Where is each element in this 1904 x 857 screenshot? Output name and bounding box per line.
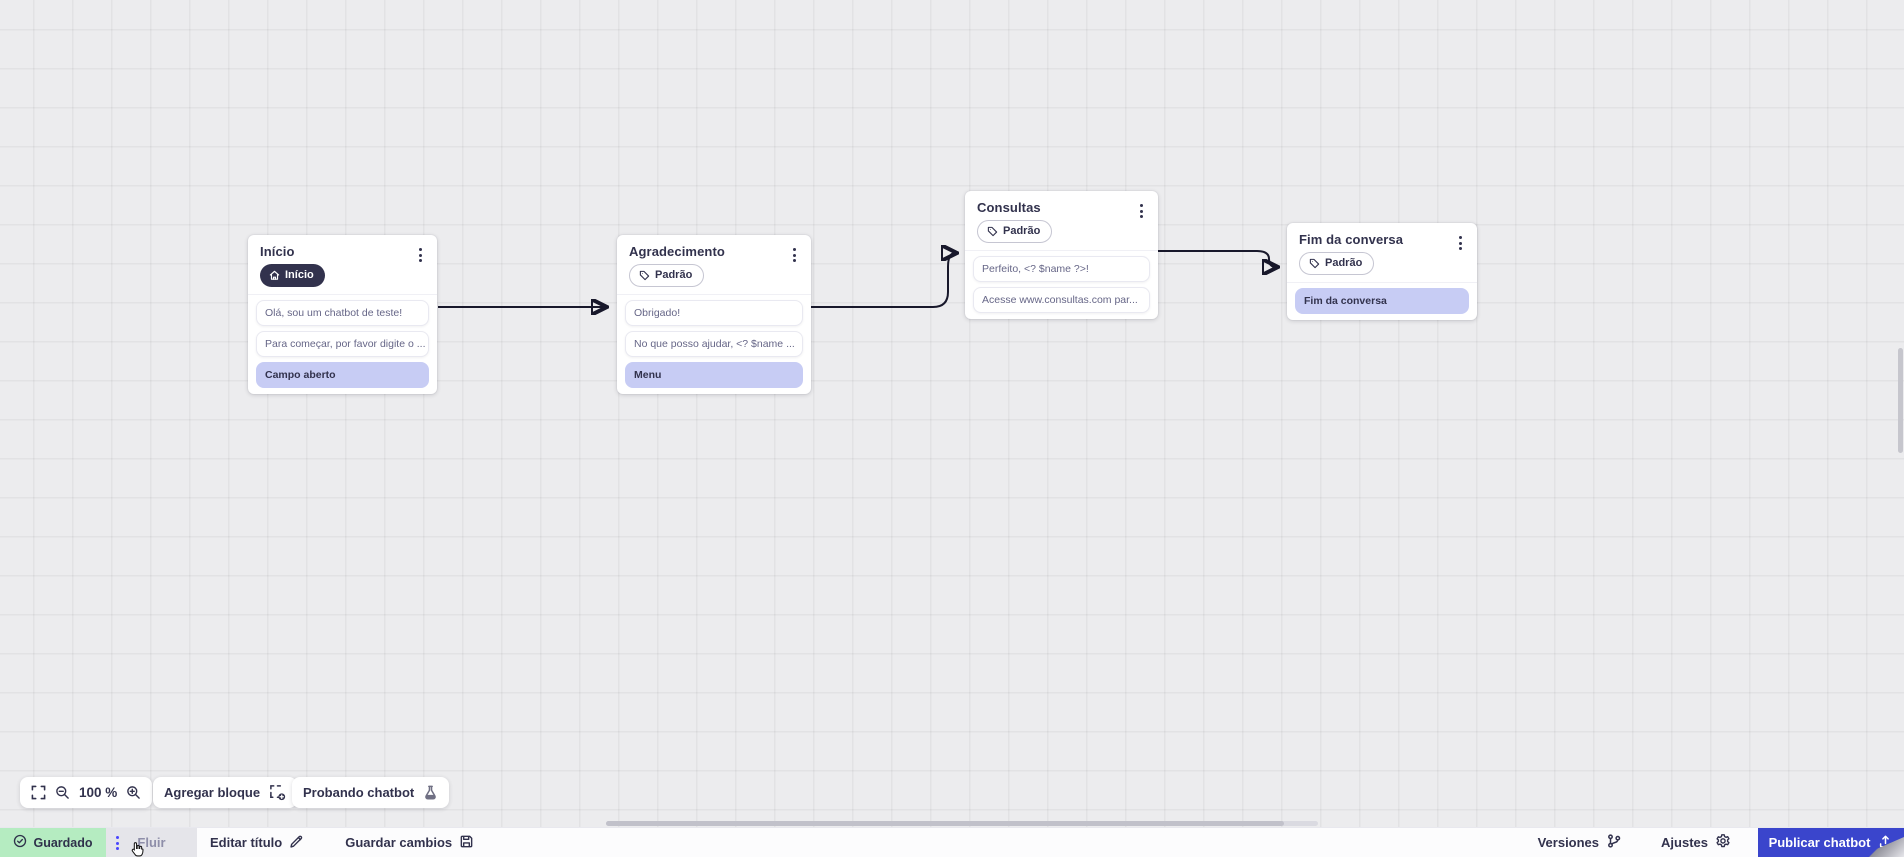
node-header: Fim da conversa Padrão <box>1287 223 1477 282</box>
horizontal-scrollbar-thumb[interactable] <box>606 821 1284 826</box>
settings-label: Ajustes <box>1661 835 1708 850</box>
node-header: Consultas Padrão <box>965 191 1158 250</box>
tag-icon <box>987 226 998 237</box>
flow-node-agradecimento[interactable]: Agradecimento Padrão Obrigado! No que po… <box>617 235 811 394</box>
action-bubble[interactable]: Campo aberto <box>256 362 429 388</box>
edge-agradecimento-consultas <box>811 253 955 308</box>
node-title: Fim da conversa <box>1299 232 1404 247</box>
message-bubble[interactable]: Acesse www.consultas.com par... <box>973 287 1150 313</box>
horizontal-scrollbar[interactable] <box>606 821 1318 826</box>
kebab-icon[interactable] <box>1457 234 1464 252</box>
save-icon <box>459 834 474 852</box>
vertical-scrollbar-thumb[interactable] <box>1898 348 1903 453</box>
node-type-badge: Padrão <box>629 264 705 287</box>
node-type-badge: Padrão <box>1299 252 1375 275</box>
node-type-badge: Padrão <box>977 220 1053 243</box>
message-bubble[interactable]: Perfeito, <? $name ?>! <box>973 256 1150 282</box>
kebab-icon[interactable] <box>791 246 798 264</box>
save-changes-button[interactable]: Guardar cambios <box>345 834 474 852</box>
edit-title-button[interactable]: Editar título <box>210 834 304 852</box>
zoom-level: 100 % <box>79 785 118 800</box>
settings-button[interactable]: Ajustes <box>1661 833 1731 852</box>
node-body: Fim da conversa <box>1287 282 1477 320</box>
flow-node-consultas[interactable]: Consultas Padrão Perfeito, <? $name ?>! … <box>965 191 1158 319</box>
flow-canvas[interactable]: Início Início Olá, sou um chatbot de tes… <box>0 0 1904 827</box>
flow-connections <box>438 0 1904 827</box>
edit-title-label: Editar título <box>210 835 283 850</box>
add-block-label: Agregar bloque <box>164 785 261 800</box>
badge-label: Início <box>285 269 314 281</box>
test-chatbot-label: Probando chatbot <box>303 785 415 800</box>
message-bubble[interactable]: Olá, sou um chatbot de teste! <box>256 300 429 326</box>
action-bubble[interactable]: Menu <box>625 362 803 388</box>
home-icon <box>269 270 280 281</box>
node-body: Obrigado! No que posso ajudar, <? $name … <box>617 294 811 394</box>
versions-button[interactable]: Versiones <box>1538 833 1622 852</box>
pencil-icon <box>289 834 304 852</box>
flask-icon <box>423 785 438 801</box>
flow-node-inicio[interactable]: Início Início Olá, sou um chatbot de tes… <box>248 235 437 394</box>
zoom-out-icon[interactable] <box>55 785 70 800</box>
node-header: Agradecimento Padrão <box>617 235 811 294</box>
node-body: Perfeito, <? $name ?>! Acesse www.consul… <box>965 250 1158 319</box>
tab-fluir[interactable]: Fluir <box>106 828 197 857</box>
node-title: Início <box>260 244 295 259</box>
badge-label: Padrão <box>655 269 693 281</box>
check-circle-icon <box>13 834 27 851</box>
node-title: Consultas <box>977 200 1041 215</box>
edge-consultas-fim <box>1158 250 1276 267</box>
gear-icon <box>1715 833 1731 852</box>
saved-status-badge: Guardado <box>0 828 106 857</box>
saved-label: Guardado <box>33 835 93 850</box>
fit-screen-icon[interactable] <box>31 785 46 800</box>
node-header: Início Início <box>248 235 437 294</box>
message-bubble[interactable]: Para começar, por favor digite o ... <box>256 331 429 357</box>
kebab-icon[interactable] <box>1138 202 1145 220</box>
message-bubble[interactable]: Obrigado! <box>625 300 803 326</box>
add-block-button[interactable]: Agregar bloque <box>153 777 298 808</box>
status-bar: Guardado Fluir Editar título Guardar cam… <box>0 827 1904 857</box>
tag-icon <box>639 270 650 281</box>
test-chatbot-button[interactable]: Probando chatbot <box>292 777 450 808</box>
node-body: Olá, sou um chatbot de teste! Para começ… <box>248 294 437 394</box>
badge-label: Padrão <box>1003 225 1041 237</box>
tab-fluir-label: Fluir <box>137 835 166 850</box>
node-type-badge: Início <box>260 264 325 287</box>
zoom-in-icon[interactable] <box>126 785 141 800</box>
action-bubble[interactable]: Fim da conversa <box>1295 288 1469 314</box>
message-bubble[interactable]: No que posso ajudar, <? $name ... <box>625 331 803 357</box>
badge-label: Padrão <box>1325 257 1363 269</box>
zoom-toolbar: 100 % <box>20 777 153 808</box>
save-changes-label: Guardar cambios <box>345 835 453 850</box>
branch-icon <box>1606 833 1622 852</box>
publish-label: Publicar chatbot <box>1768 835 1871 850</box>
tag-icon <box>1309 258 1320 269</box>
flow-node-fim-da-conversa[interactable]: Fim da conversa Padrão Fim da conversa <box>1287 223 1477 320</box>
add-block-icon <box>269 784 286 801</box>
publish-chatbot-button[interactable]: Publicar chatbot <box>1758 828 1904 857</box>
versions-label: Versiones <box>1537 835 1600 850</box>
node-title: Agradecimento <box>629 244 725 259</box>
kebab-icon[interactable] <box>417 246 424 264</box>
drag-handle-icon[interactable] <box>116 836 119 850</box>
